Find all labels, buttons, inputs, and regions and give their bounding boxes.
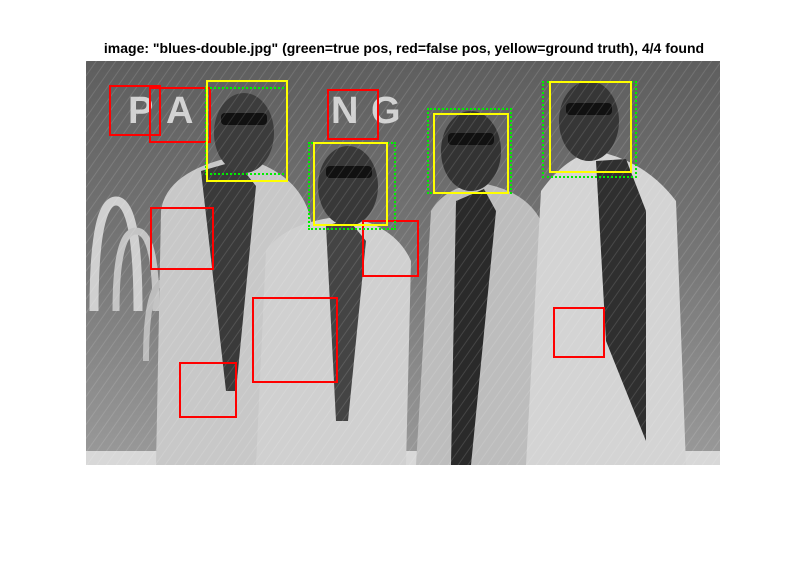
detection-photo: P A N G bbox=[86, 61, 720, 465]
photo-illustration: P A N G bbox=[86, 61, 720, 465]
figure-title: image: "blues-double.jpg" (green=true po… bbox=[103, 40, 705, 56]
